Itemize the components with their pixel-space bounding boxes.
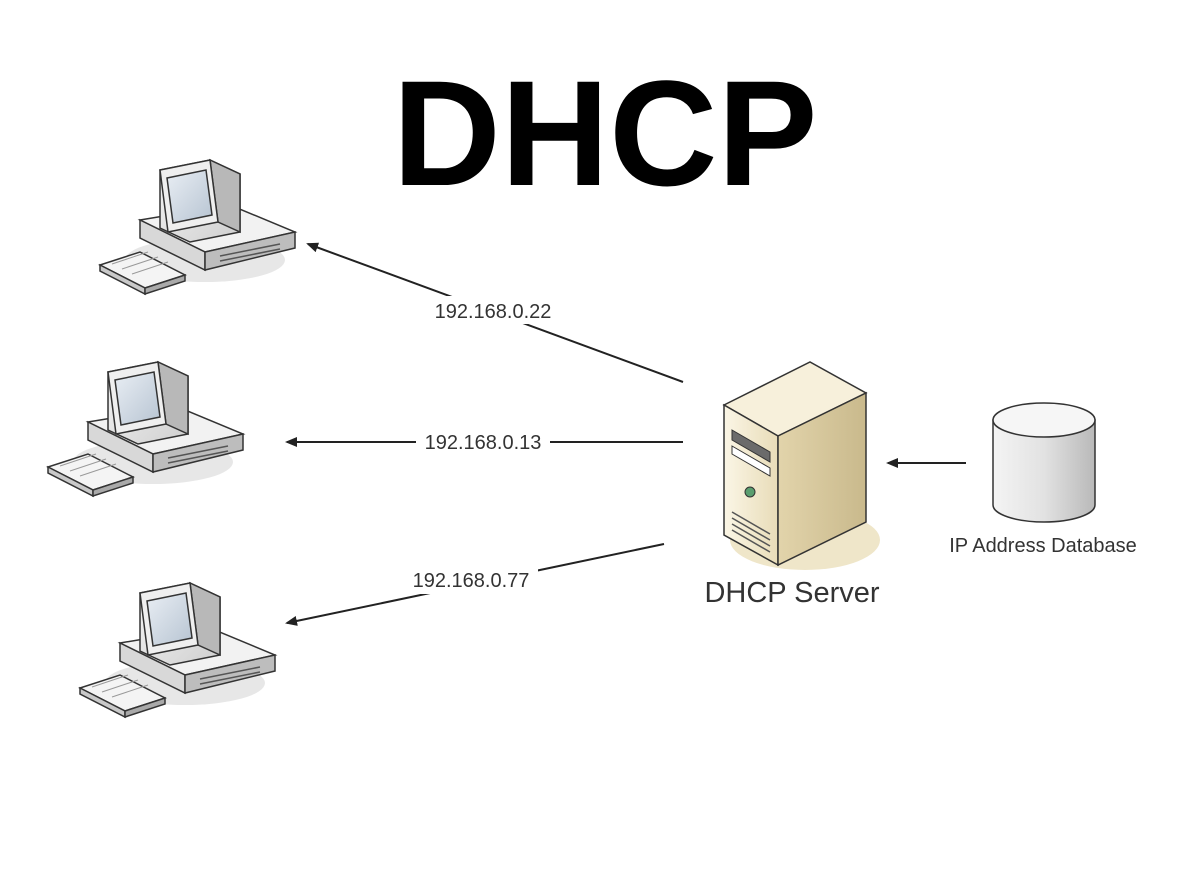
desktop-computer-icon [47,361,244,497]
desktop-computer-icon [99,159,296,295]
ip-label-2-backing [416,428,550,456]
ip-label-client-2: 192.168.0.13 [425,432,542,454]
ip-label-client-3: 192.168.0.77 [413,570,530,592]
ip-label-3-backing [404,566,538,594]
client-computer-2 [47,361,244,497]
client-computer-3 [79,582,276,718]
database-label: IP Address Database [949,535,1137,557]
database-cylinder-icon [992,402,1096,523]
diagram-title: DHCP [392,49,817,217]
ip-label-client-1: 192.168.0.22 [435,301,552,323]
server-label: DHCP Server [704,577,879,609]
ip-label-1-backing [424,296,562,324]
server-tower-icon [722,361,880,570]
desktop-computer-icon [79,582,276,718]
client-computer-1 [99,159,296,295]
